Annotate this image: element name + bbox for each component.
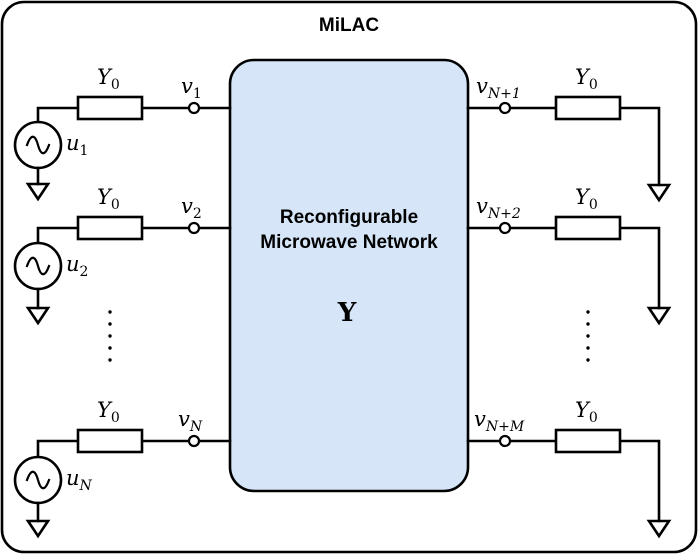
node-v2 <box>187 221 201 235</box>
admittance-label-out-m: Y0 <box>575 398 598 426</box>
admittance-resistor-in-2 <box>76 215 144 241</box>
admittance-label-out-1: Y0 <box>575 65 598 93</box>
node-label-v1: v1 <box>181 74 202 102</box>
node-vN+M <box>498 434 512 448</box>
admittance-label-in-2: Y0 <box>97 185 120 213</box>
sine-icon <box>25 135 51 155</box>
node-vN+2 <box>498 221 512 235</box>
input-branch-n <box>13 428 232 539</box>
node-label-vN+1: vN+1 <box>476 74 521 102</box>
source-label-uN: uN <box>66 466 93 494</box>
output-branch-1 <box>466 95 672 203</box>
admittance-resistor-out-m <box>554 428 622 454</box>
network-label-line1: Reconfigurable <box>280 207 418 228</box>
network-label-line2: Microwave Network <box>260 232 438 253</box>
network-symbol: Y <box>337 298 357 328</box>
ground-icon <box>25 182 51 202</box>
ground-icon <box>25 519 51 539</box>
sine-icon <box>25 256 51 276</box>
input-branch-1 <box>13 95 232 202</box>
node-vN+1 <box>498 101 512 115</box>
admittance-resistor-in-n <box>76 428 144 454</box>
output-branch-m <box>466 428 672 539</box>
network-block <box>228 58 470 493</box>
source-label-u2: u2 <box>66 252 88 280</box>
admittance-label-in-1: Y0 <box>97 65 120 93</box>
admittance-label-out-2: Y0 <box>575 185 598 213</box>
admittance-resistor-in-1 <box>76 95 144 121</box>
ground-icon <box>646 183 672 203</box>
node-label-vN: vN <box>178 407 203 435</box>
right-ellipsis <box>586 310 590 362</box>
node-v1 <box>187 101 201 115</box>
milac-title: MiLAC <box>319 15 379 36</box>
ground-icon <box>25 306 51 326</box>
admittance-resistor-out-2 <box>554 215 622 241</box>
admittance-label-in-n: Y0 <box>97 398 120 426</box>
node-label-v2: v2 <box>181 194 202 222</box>
admittance-resistor-out-1 <box>554 95 622 121</box>
input-branch-2 <box>13 215 232 326</box>
node-label-vN+2: vN+2 <box>476 194 521 222</box>
sine-icon <box>25 470 51 490</box>
ground-icon <box>646 306 672 326</box>
left-ellipsis <box>108 310 112 362</box>
source-label-u1: u1 <box>66 131 88 159</box>
ground-icon <box>646 519 672 539</box>
node-label-vN+M: vN+M <box>474 407 525 435</box>
output-branch-2 <box>466 215 672 326</box>
node-vN <box>187 434 201 448</box>
